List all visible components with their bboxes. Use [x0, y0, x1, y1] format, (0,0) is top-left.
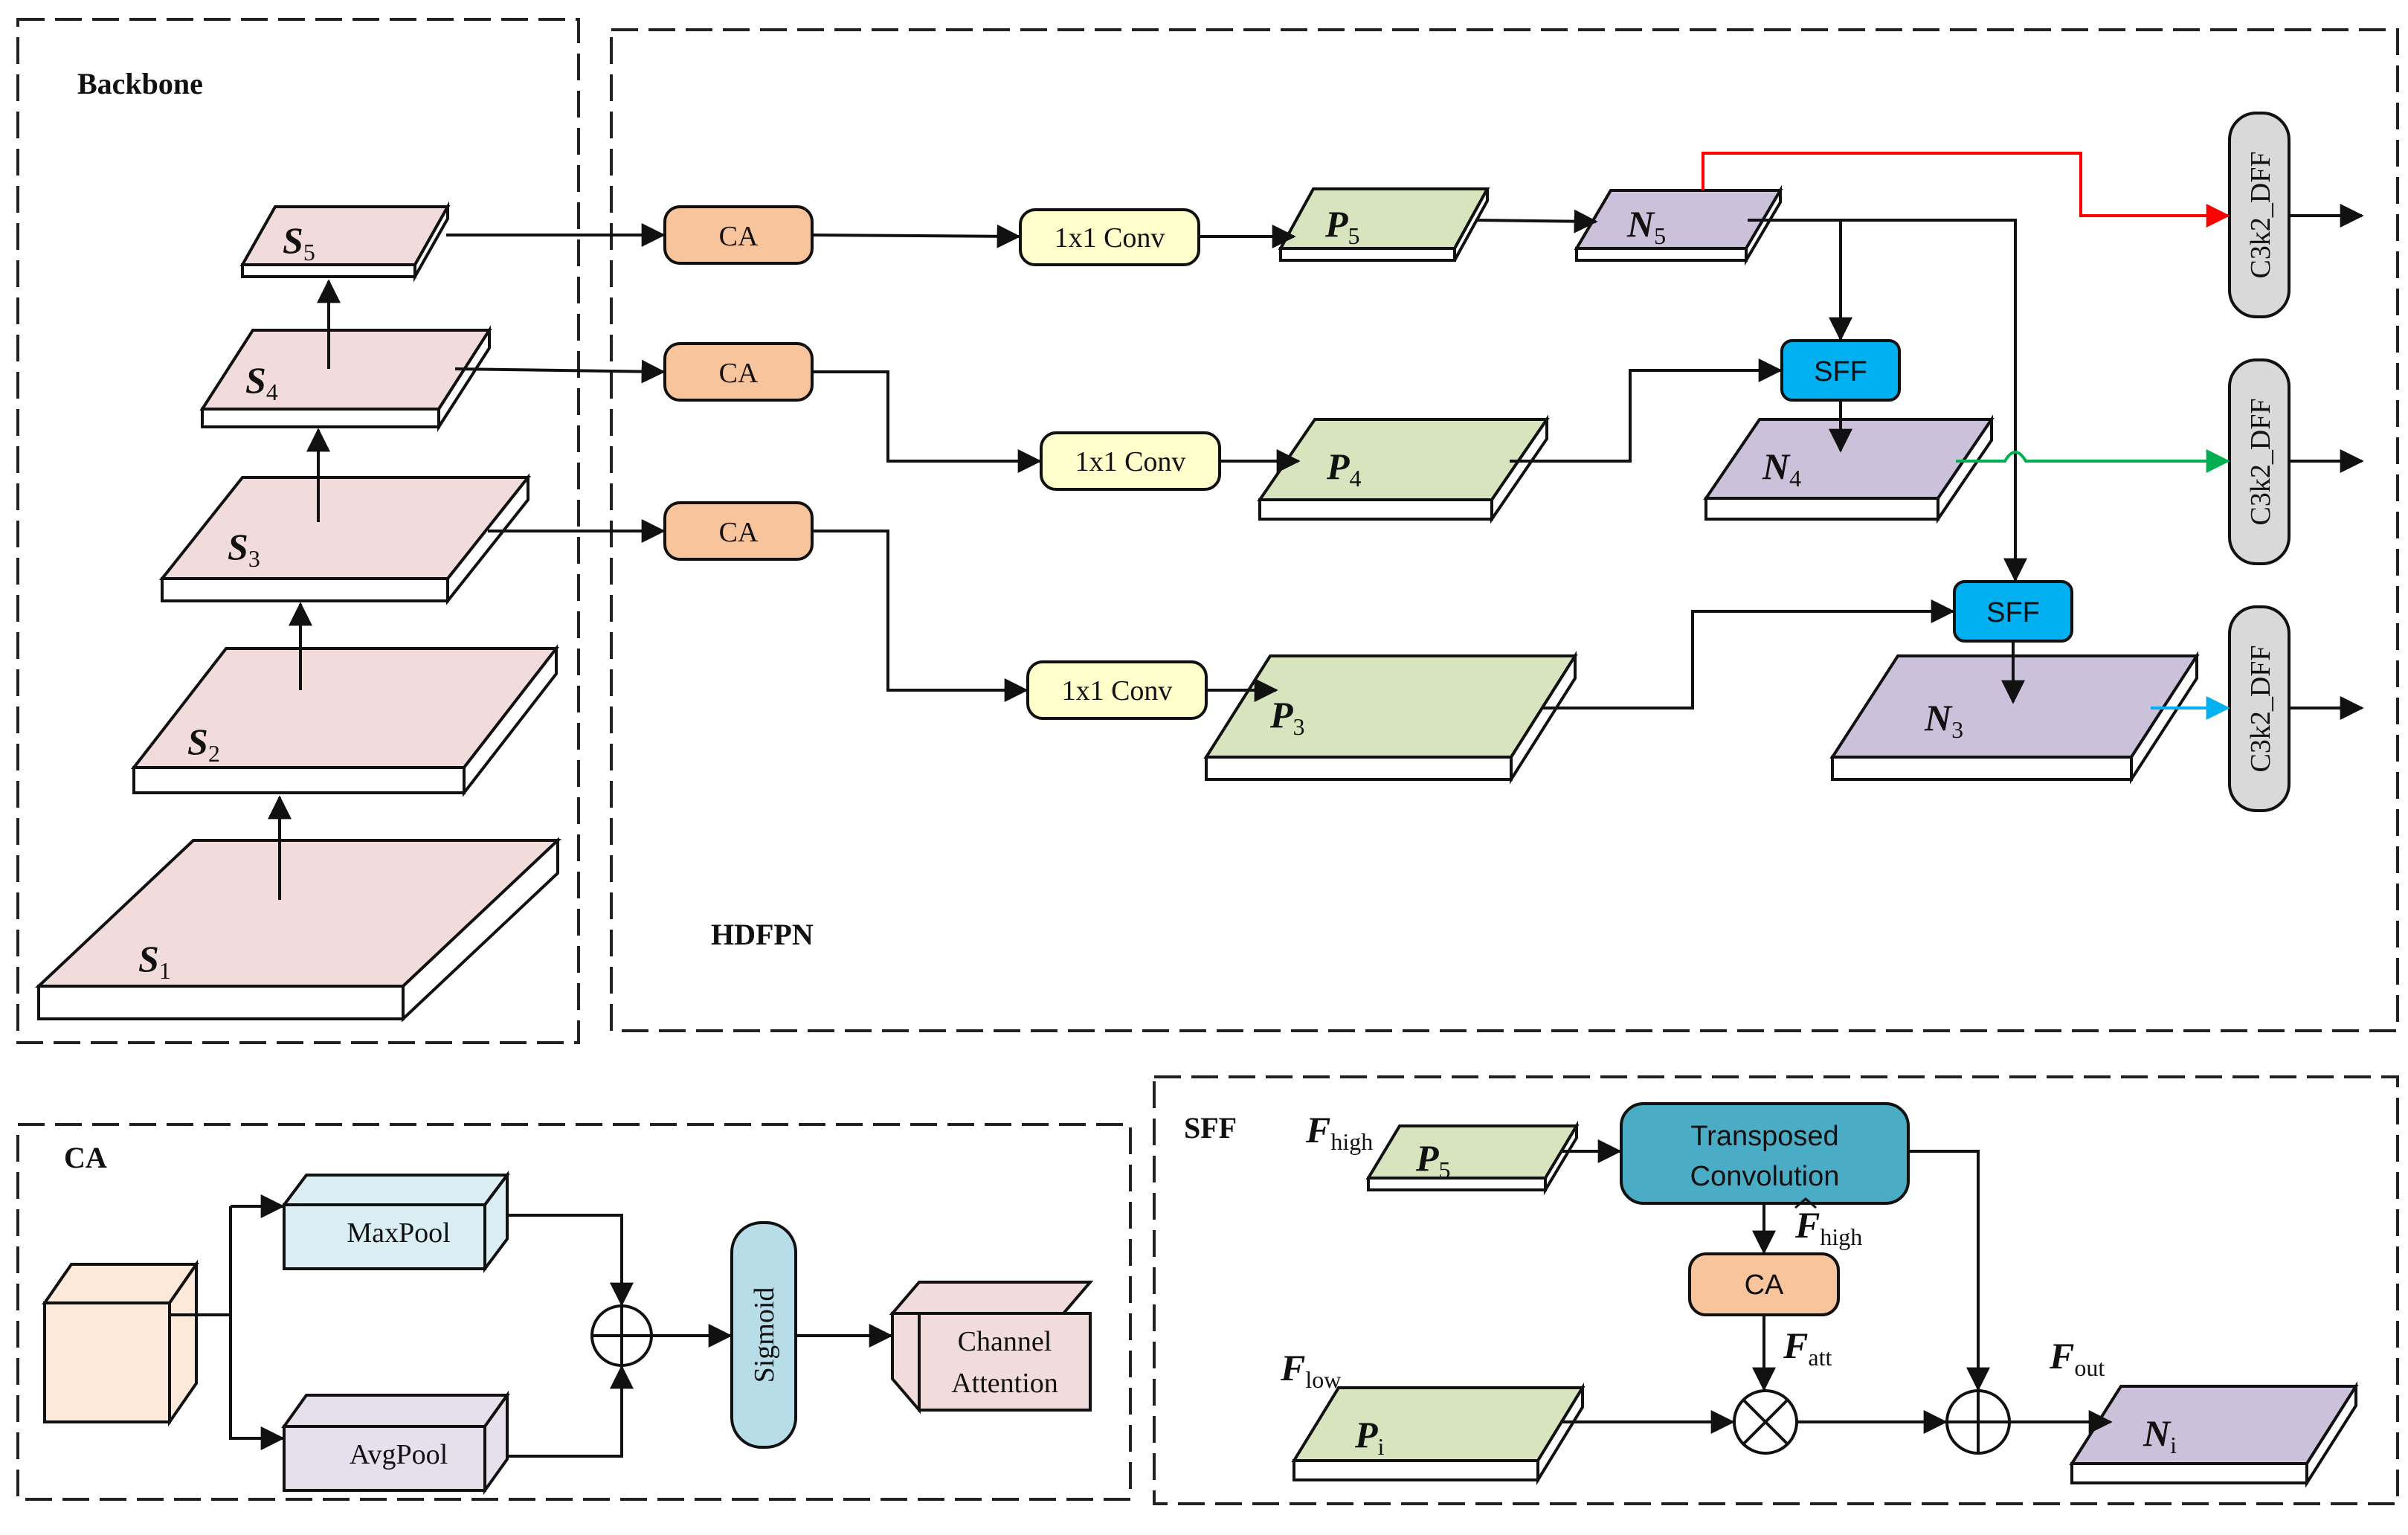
transposed-conv-block: Transposed Convolution	[1620, 1102, 1910, 1205]
sigmoid-label: Sigmoid	[749, 1287, 780, 1383]
p4-layer: P4	[1257, 414, 1550, 524]
transposed-conv-line1: Transposed	[1690, 1121, 1838, 1152]
s2-label: S2	[187, 721, 220, 767]
backbone-layer-s5: S5	[239, 201, 451, 283]
n5-label: N5	[1626, 203, 1666, 249]
f-high-hat-label: Fhigh	[1794, 1204, 1862, 1250]
sff-pi-layer: Pi	[1291, 1382, 1586, 1486]
s3-label: S3	[228, 526, 260, 572]
p5-label: P5	[1324, 203, 1360, 249]
f-out-label: Fout	[2049, 1335, 2105, 1381]
f-low-label: Flow	[1280, 1347, 1341, 1393]
p3-layer: P3	[1203, 651, 1578, 785]
conv-label-middle: 1x1 Conv	[1075, 446, 1186, 477]
n3-layer: N3	[1829, 651, 2200, 785]
sff-label-upper: SFF	[1814, 356, 1867, 387]
channel-attention-line2: Attention	[951, 1368, 1058, 1399]
n4-label: N4	[1762, 445, 1801, 492]
sff-ni-label: Ni	[2143, 1412, 2177, 1458]
n5-layer: N5	[1574, 184, 1783, 266]
sigmoid-block: Sigmoid	[730, 1221, 797, 1449]
sff-ni-layer: Ni	[2069, 1381, 2359, 1488]
avgpool-block: AvgPool	[281, 1390, 510, 1496]
conv-block-middle: 1x1 Conv	[1040, 431, 1221, 491]
conv-label-top: 1x1 Conv	[1055, 222, 1165, 254]
n4-layer: N4	[1703, 414, 1995, 524]
sff-ca-label: CA	[1745, 1269, 1784, 1301]
s5-label: S5	[283, 219, 315, 266]
sff-module-connectors	[1560, 1139, 2113, 1434]
n3-label: N3	[1924, 697, 1963, 743]
backbone-layer-s3: S3	[158, 473, 532, 605]
channel-attention-line1: Channel	[958, 1326, 1052, 1357]
conv-block-bottom: 1x1 Conv	[1026, 660, 1208, 720]
ca-title: CA	[64, 1141, 107, 1174]
backbone-layer-s1: S1	[34, 837, 562, 1023]
ca-block-middle: CA	[663, 342, 814, 402]
ca-input-cube	[42, 1259, 199, 1427]
sff-add-node	[1945, 1389, 2011, 1455]
backbone-frame	[16, 18, 580, 1044]
sff-title: SFF	[1184, 1111, 1237, 1145]
backbone-layer-s4: S4	[199, 325, 492, 432]
head-label-middle: C3k2_DFF	[2245, 398, 2276, 525]
head-label-bottom: C3k2_DFF	[2245, 645, 2276, 772]
ca-block-top: CA	[663, 205, 814, 265]
sff-block-upper: SFF	[1780, 339, 1901, 402]
backbone-layer-s2: S2	[130, 644, 560, 797]
head-block-middle: C3k2_DFF	[2228, 358, 2291, 565]
conv-label-bottom: 1x1 Conv	[1062, 675, 1173, 707]
head-block-bottom: C3k2_DFF	[2228, 605, 2291, 812]
p5-layer: P5	[1278, 187, 1490, 262]
f-att-label: Fatt	[1783, 1325, 1832, 1371]
head-block-top: C3k2_DFF	[2228, 112, 2291, 318]
ca-label-middle: CA	[719, 358, 759, 389]
sff-block-lower: SFF	[1953, 580, 2073, 643]
transposed-conv-line2: Convolution	[1690, 1161, 1840, 1192]
sff-p5-layer: P5	[1365, 1120, 1580, 1196]
p4-label: P4	[1326, 445, 1362, 492]
sff-p5-label: P5	[1415, 1137, 1451, 1183]
ca-label-top: CA	[719, 221, 759, 252]
ca-add-node	[590, 1304, 653, 1367]
ca-module-connectors	[170, 1194, 893, 1458]
sff-pi-label: Pi	[1354, 1414, 1385, 1460]
s4-label: S4	[245, 359, 278, 405]
sff-multiply-node	[1733, 1389, 1798, 1455]
conv-block-top: 1x1 Conv	[1019, 208, 1200, 266]
avgpool-label: AvgPool	[350, 1439, 448, 1470]
maxpool-label: MaxPool	[347, 1217, 450, 1249]
sff-ca-block: CA	[1688, 1252, 1840, 1316]
ca-block-bottom: CA	[663, 501, 814, 561]
sff-frame	[1153, 1075, 2399, 1505]
hdfpn-title: HDFPN	[711, 918, 814, 951]
hdfpn-connectors	[446, 152, 2364, 720]
s1-label: S1	[138, 938, 171, 984]
channel-attention-block: Channel Attention	[889, 1281, 1094, 1415]
backbone-title: Backbone	[77, 67, 203, 100]
backbone-arrows	[268, 279, 341, 900]
hat-accent	[1794, 1197, 1817, 1209]
maxpool-block: MaxPool	[281, 1171, 510, 1273]
ca-label-bottom: CA	[719, 517, 759, 548]
head-label-top: C3k2_DFF	[2245, 151, 2276, 278]
f-high-label: Fhigh	[1305, 1109, 1373, 1155]
sff-label-lower: SFF	[1986, 597, 2040, 628]
